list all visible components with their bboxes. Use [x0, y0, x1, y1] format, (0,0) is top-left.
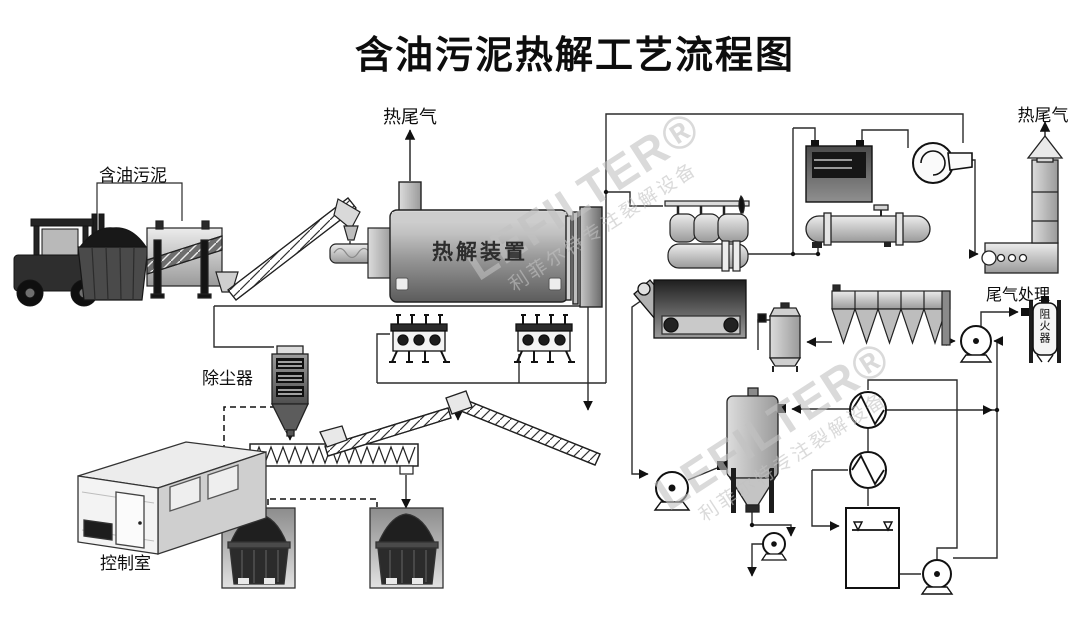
- flame-arrester-vessel: [1021, 296, 1061, 363]
- kiln-end-cap: [579, 206, 603, 308]
- diagram-title: 含油污泥热解工艺流程图: [354, 35, 796, 77]
- label-hot-tail-gas-right: 热尾气: [1017, 106, 1069, 125]
- draft-fan: [912, 142, 973, 184]
- incline-screw-conveyor-b: [319, 407, 452, 457]
- sludge-skip: [77, 227, 149, 301]
- oil-tank: [717, 387, 786, 513]
- label-control-room: 控制室: [100, 554, 151, 573]
- oil-pump-1: [653, 471, 691, 511]
- control-room-door: [115, 491, 145, 549]
- control-room-window-2: [207, 464, 239, 500]
- label-flame-arrester: 阻火器: [1038, 308, 1050, 344]
- control-room-window-1: [169, 476, 201, 512]
- shell-tube-heat-exchanger: [805, 204, 931, 248]
- label-hot-tail-gas-left: 热尾气: [383, 107, 437, 127]
- nozzle-drop-icon: [738, 194, 745, 214]
- cooler-2: [849, 451, 887, 489]
- label-tail-gas-treatment: 尾气处理: [986, 287, 1051, 304]
- pyrolysis-kiln: [389, 181, 603, 308]
- label-oily-sludge: 含油污泥: [99, 166, 167, 185]
- incline-screw-conveyor-a: [445, 390, 601, 466]
- burner-manifold-1: [389, 314, 450, 363]
- label-pyrolysis-device: 热解装置: [432, 241, 528, 264]
- pipe-lines: [96, 113, 1051, 577]
- cooling-water-pool: [845, 507, 900, 589]
- control-room-building: [77, 441, 267, 555]
- spray-condenser-manifold: [664, 194, 750, 243]
- gas-pump: [959, 325, 993, 363]
- cooler-1: [849, 391, 887, 429]
- buffer-tank: [757, 302, 802, 372]
- sludge-feeder-bin: [146, 220, 239, 299]
- condenser-cylinder: [667, 240, 749, 272]
- label-dust-collector: 除尘器: [202, 369, 253, 388]
- hopper-condenser-bank: [831, 284, 951, 346]
- circulation-pump: [920, 559, 954, 595]
- combustion-chamber: [805, 140, 873, 203]
- kiln-vent-chimney: [398, 181, 422, 214]
- dust-collector: [270, 345, 310, 437]
- kiln-feed-screw: [329, 227, 403, 279]
- burner-manifold-2: [514, 314, 575, 363]
- oil-pump-2: [760, 532, 788, 561]
- quench-drag-conveyor: [633, 279, 747, 339]
- feed-incline-conveyor: [227, 197, 361, 301]
- control-room-window-front: [83, 519, 113, 541]
- residue-bin-2: [369, 507, 444, 589]
- tail-gas-treatment-unit: [981, 242, 1059, 274]
- exhaust-stack: [1026, 134, 1064, 244]
